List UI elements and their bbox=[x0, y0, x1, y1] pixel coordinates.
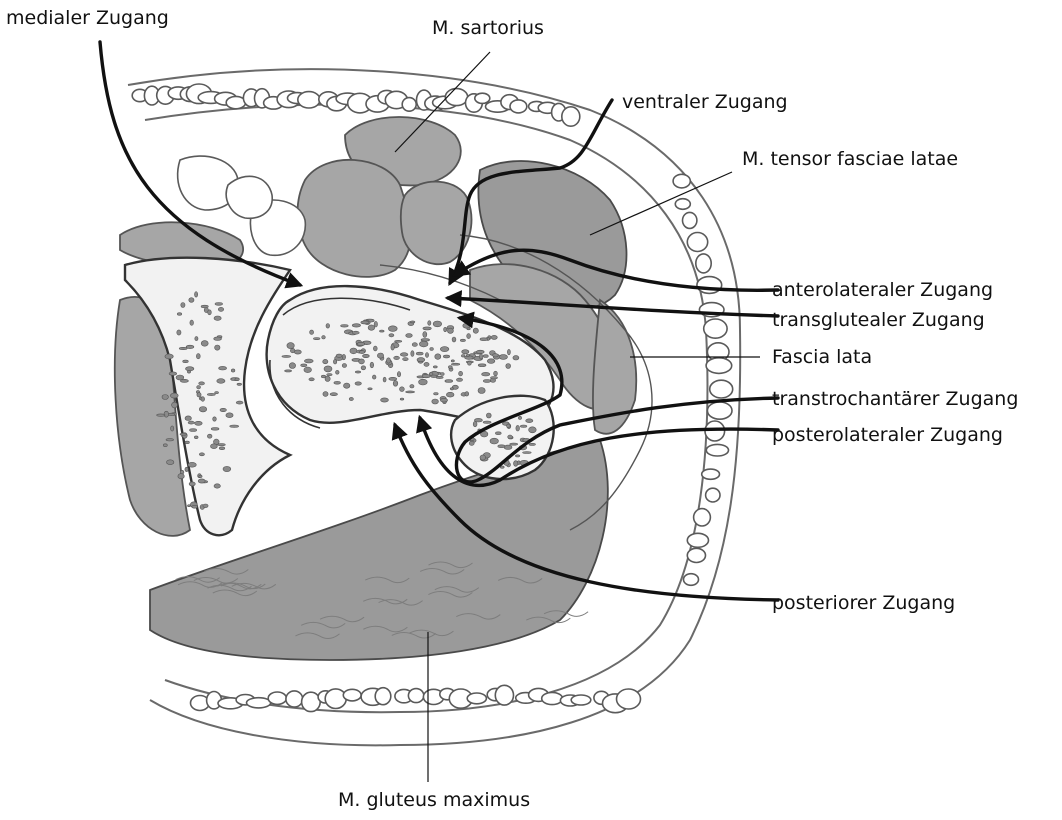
label-anterolateraler-zugang: anterolateraler Zugang bbox=[772, 279, 993, 301]
label-m-sartorius: M. sartorius bbox=[432, 17, 544, 39]
label-medialer-zugang: medialer Zugang bbox=[6, 7, 169, 29]
label-m-tensor-fasciae-latae: M. tensor fasciae latae bbox=[742, 148, 958, 170]
label-ventraler-zugang: ventraler Zugang bbox=[622, 91, 788, 113]
label-posteriorer-zugang: posteriorer Zugang bbox=[772, 592, 955, 614]
label-m-gluteus-maximus: M. gluteus maximus bbox=[338, 789, 530, 811]
label-fascia-lata: Fascia lata bbox=[772, 346, 872, 368]
vessel-2 bbox=[226, 176, 272, 218]
label-transtrochantaerer-zugang: transtrochantärer Zugang bbox=[772, 388, 1018, 410]
label-posterolateraler-zugang: posterolateraler Zugang bbox=[772, 424, 1003, 446]
label-transglutealer-zugang: transglutealer Zugang bbox=[772, 309, 985, 331]
iliopsoas-muscle bbox=[298, 160, 411, 277]
